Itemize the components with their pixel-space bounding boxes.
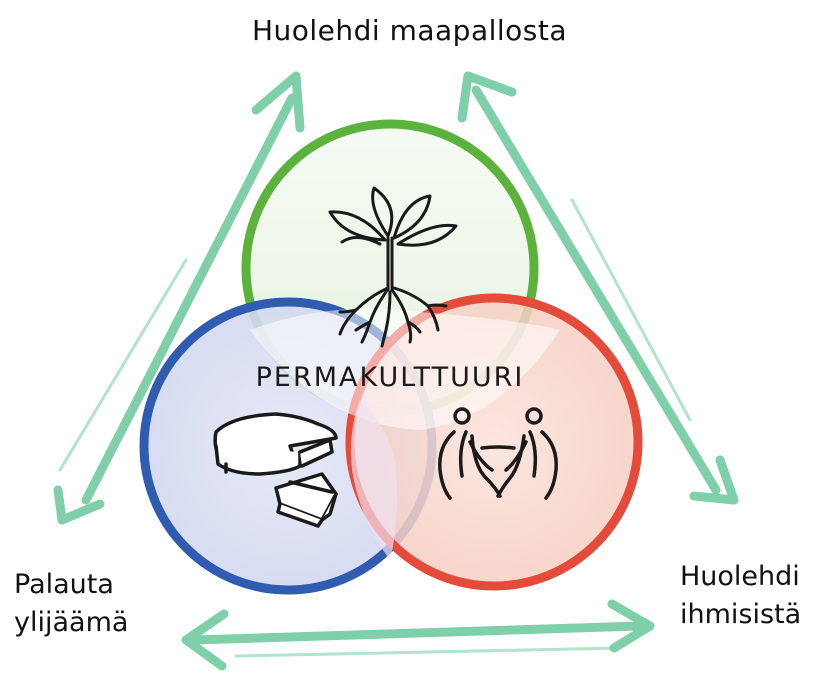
arrow-bottom-edge bbox=[181, 599, 655, 671]
label-care-for-people-line-2: ihmisistä bbox=[680, 599, 802, 630]
venn-circles bbox=[139, 119, 643, 595]
overlap-highlight bbox=[250, 308, 560, 430]
label-return-surplus-line-2: ylijäämä bbox=[14, 607, 129, 638]
label-care-for-people: Huolehdi ihmisistä bbox=[680, 558, 801, 634]
label-care-for-people-line-1: Huolehdi bbox=[680, 561, 800, 592]
label-care-for-earth: Huolehdi maapallosta bbox=[251, 14, 568, 47]
overlap-center bbox=[351, 400, 398, 560]
arrow-left-edge bbox=[53, 71, 305, 525]
label-return-surplus-line-1: Palauta bbox=[14, 569, 114, 600]
label-return-surplus: Palauta ylijäämä bbox=[14, 566, 128, 642]
center-title: PERMAKULTTUURI bbox=[255, 362, 525, 393]
tree-roots-icon bbox=[328, 186, 458, 348]
cheese-wedge-icon bbox=[213, 412, 338, 528]
people-icon bbox=[438, 407, 558, 500]
arrow-right-edge bbox=[457, 71, 739, 505]
arrow-triangle bbox=[53, 71, 739, 671]
